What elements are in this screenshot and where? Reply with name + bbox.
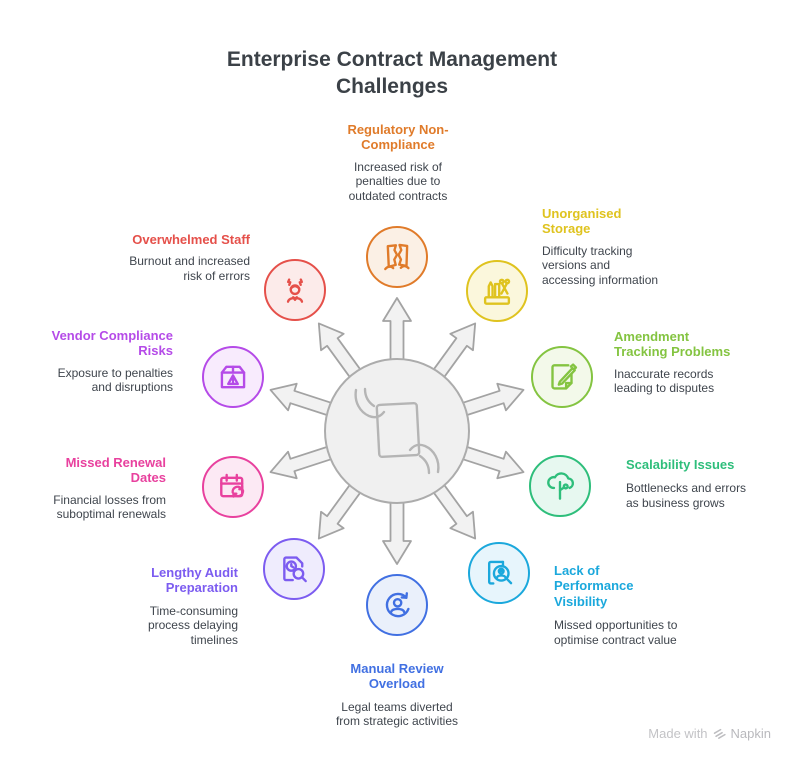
torn-contract-icon [378, 238, 416, 276]
item-desc: Legal teams diverted from strategic acti… [335, 699, 459, 729]
growth-tree-icon [541, 467, 579, 505]
item-title: Lack of Performance Visibility [554, 563, 634, 609]
person-refresh-icon [378, 586, 416, 624]
missed-renewal-circle [202, 456, 264, 518]
calendar-renew-icon [214, 468, 252, 506]
item-title: Vendor Compliance Risks [51, 328, 173, 359]
item-vendor-compliance-risks: Vendor Compliance Risks Exposure to pena… [33, 328, 173, 395]
unorganised-storage-circle [466, 260, 528, 322]
napkin-brand-label: Napkin [730, 726, 771, 741]
audit-document-icon [275, 550, 313, 588]
item-desc: Missed opportunities to optimise contrac… [554, 617, 678, 647]
audit-preparation-circle [263, 538, 325, 600]
item-desc: Difficulty tracking versions and accessi… [542, 243, 659, 288]
item-lack-of-performance-visibility: Lack of Performance Visibility Missed op… [554, 563, 694, 647]
made-with-napkin-watermark: Made with Napkin [648, 726, 771, 741]
item-desc: Financial losses from suboptimal renewal… [53, 492, 166, 522]
page-title: Enterprise Contract Management Challenge… [226, 48, 558, 98]
item-manual-review-overload: Manual Review Overload Legal teams diver… [317, 661, 477, 729]
napkin-logo-icon [713, 727, 726, 740]
item-title: Scalability Issues [626, 457, 735, 472]
item-unorganised-storage: Unorganised Storage Difficulty tracking … [542, 206, 672, 288]
edit-document-icon [543, 358, 581, 396]
item-desc: Exposure to penalties and disruptions [57, 365, 173, 395]
item-scalability-issues: Scalability Issues Bottlenecks and error… [626, 457, 766, 511]
desk-organizer-icon [478, 272, 516, 310]
item-missed-renewal-dates: Missed Renewal Dates Financial losses fr… [36, 455, 166, 522]
item-desc: Inaccurate records leading to disputes [614, 366, 715, 396]
scalability-issues-circle [529, 455, 591, 517]
risk-box-icon [214, 358, 252, 396]
item-desc: Burnout and increased risk of errors [129, 254, 250, 284]
item-title: Lengthy Audit Preparation [151, 565, 238, 596]
item-title: Manual Review Overload [350, 661, 444, 692]
item-regulatory-non-compliance: Regulatory Non-Compliance Increased risk… [318, 122, 478, 204]
contract-in-hands-icon [354, 387, 440, 475]
overwhelmed-staff-circle [264, 259, 326, 321]
item-title: Amendment Tracking Problems [614, 329, 731, 360]
item-title: Missed Renewal Dates [65, 455, 166, 486]
manual-review-circle [366, 574, 428, 636]
item-amendment-tracking-problems: Amendment Tracking Problems Inaccurate r… [614, 329, 744, 396]
performance-visibility-circle [468, 542, 530, 604]
stressed-person-icon [276, 271, 314, 309]
performance-search-icon [480, 554, 518, 592]
item-title: Regulatory Non-Compliance [347, 122, 449, 153]
made-with-label: Made with [648, 726, 708, 741]
hub-circle [324, 358, 470, 504]
amendment-tracking-circle [531, 346, 593, 408]
item-desc: Bottlenecks and errors as business grows [626, 481, 747, 511]
item-title: Overwhelmed Staff [132, 232, 250, 247]
regulatory-non-compliance-circle [366, 226, 428, 288]
radiating-arrows [269, 297, 525, 565]
item-title: Unorganised Storage [542, 206, 622, 237]
item-overwhelmed-staff: Overwhelmed Staff Burnout and increased … [105, 232, 250, 284]
item-desc: Time-consuming process delaying timeline… [147, 603, 238, 648]
item-lengthy-audit-preparation: Lengthy Audit Preparation Time-consuming… [98, 565, 238, 648]
item-desc: Increased risk of penalties due to outda… [348, 159, 448, 204]
vendor-compliance-circle [202, 346, 264, 408]
